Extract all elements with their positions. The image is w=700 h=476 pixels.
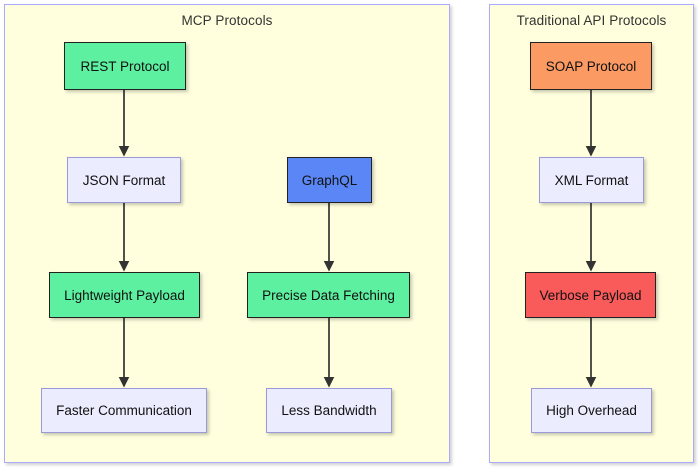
node-label: Lightweight Payload — [64, 287, 185, 303]
node-label: Verbose Payload — [539, 287, 642, 303]
node-overhead[interactable]: High Overhead — [531, 388, 652, 433]
node-label: Less Bandwidth — [281, 403, 377, 418]
node-label: XML Format — [554, 172, 629, 188]
node-label: Faster Communication — [56, 403, 192, 418]
node-precise[interactable]: Precise Data Fetching — [247, 272, 410, 318]
node-label: High Overhead — [546, 403, 637, 418]
subgraph-title-traditional: Traditional API Protocols — [516, 13, 667, 28]
node-light[interactable]: Lightweight Payload — [49, 272, 200, 318]
node-json[interactable]: JSON Format — [67, 157, 181, 203]
node-xml[interactable]: XML Format — [539, 157, 644, 203]
node-graphql[interactable]: GraphQL — [287, 157, 372, 203]
node-lessbw[interactable]: Less Bandwidth — [266, 388, 392, 433]
node-label: JSON Format — [82, 172, 166, 188]
node-verbose[interactable]: Verbose Payload — [525, 272, 656, 318]
node-label: SOAP Protocol — [545, 58, 637, 74]
node-label: Precise Data Fetching — [262, 287, 395, 303]
node-soap[interactable]: SOAP Protocol — [530, 42, 652, 90]
node-label: REST Protocol — [80, 58, 170, 74]
node-faster[interactable]: Faster Communication — [41, 388, 207, 433]
node-rest[interactable]: REST Protocol — [64, 42, 186, 90]
node-label: GraphQL — [301, 172, 358, 188]
subgraph-title-mcp: MCP Protocols — [181, 13, 273, 28]
